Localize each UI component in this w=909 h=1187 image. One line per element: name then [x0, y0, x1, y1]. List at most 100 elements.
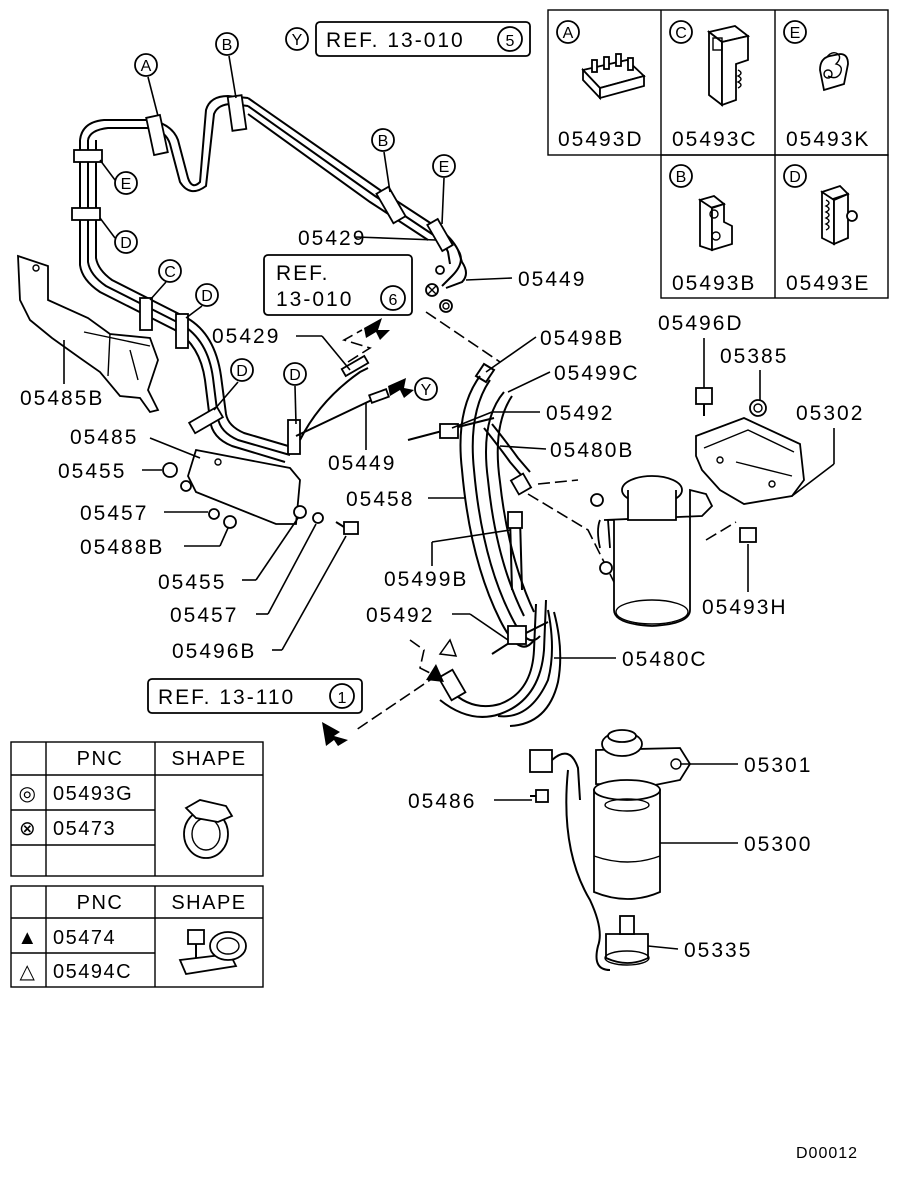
bolt-05496d[interactable]	[695, 387, 713, 416]
svg-text:D: D	[289, 367, 301, 384]
clip-code-a: 05493D	[558, 128, 644, 151]
ref-box-13-010-5[interactable]: Y REF. 13-010 5	[285, 21, 531, 57]
callout-e-left: E	[99, 159, 138, 195]
svg-text:05496D: 05496D	[658, 312, 744, 335]
label-05455-left[interactable]: 05455	[58, 460, 162, 483]
legend1-pnc-header: PNC	[77, 748, 124, 770]
arrow-to-ref-13-010-6[interactable]	[341, 318, 390, 363]
label-05449-top[interactable]: 05449	[465, 268, 586, 291]
bracket-05302[interactable]	[695, 417, 805, 505]
ref-bottom-number: 1	[338, 690, 347, 707]
svg-text:05429: 05429	[212, 325, 280, 348]
label-05458[interactable]: 05458	[346, 488, 466, 511]
svg-text:05485: 05485	[70, 426, 138, 449]
arrow-to-y[interactable]: Y	[388, 377, 438, 401]
svg-text:05492: 05492	[546, 402, 614, 425]
clip-e-on-line-right	[426, 217, 454, 253]
svg-text:05449: 05449	[328, 452, 396, 475]
sensor-05335[interactable]	[604, 915, 650, 966]
legend2-pnc-row2: 05494C	[53, 961, 132, 983]
svg-text:05492: 05492	[366, 604, 434, 627]
clip-code-d: 05493E	[786, 272, 870, 295]
callout-a-top: A	[134, 53, 159, 117]
svg-text:05486: 05486	[408, 790, 476, 813]
ref-y-symbol: Y	[292, 32, 303, 49]
collar-05457-a[interactable]	[180, 480, 192, 492]
clip-letter-d: D	[789, 169, 801, 186]
clip-cell-d: D 05493E	[783, 164, 870, 295]
connector-harness[interactable]	[529, 749, 611, 971]
label-05492-low[interactable]: 05492	[366, 604, 509, 641]
clip-letter-c: C	[675, 25, 687, 42]
label-05302[interactable]: 05302	[791, 402, 864, 497]
fuel-line-assembly	[17, 94, 467, 535]
callout-d-left: D	[99, 217, 138, 254]
bracket-05485b[interactable]	[17, 254, 160, 414]
collar-05457-b[interactable]	[312, 512, 324, 524]
label-05480b[interactable]: 05480B	[499, 439, 634, 462]
drawing-code: D00012	[796, 1145, 858, 1162]
grommet-05455-b[interactable]	[293, 505, 307, 519]
label-05335[interactable]: 05335	[647, 939, 752, 962]
callout-d-right: D	[283, 362, 307, 425]
clip-c-on-line	[139, 297, 153, 331]
svg-text:E: E	[439, 159, 450, 176]
label-05300[interactable]: 05300	[660, 833, 812, 856]
bracket-05485[interactable]	[187, 448, 301, 525]
label-05492-top[interactable]: 05492	[451, 402, 614, 429]
bolt-05496b[interactable]	[343, 521, 359, 535]
label-05499c[interactable]: 05499C	[507, 362, 640, 393]
collar-05457-left[interactable]	[208, 508, 220, 520]
clip-d-icon	[820, 184, 858, 246]
label-05480c[interactable]: 05480C	[554, 648, 708, 671]
clip-05493h[interactable]	[739, 527, 757, 543]
ref-box-13-010-6[interactable]: REF. 13-010 6	[263, 254, 413, 316]
label-05301[interactable]: 05301	[680, 754, 812, 777]
clip-letter-b: B	[676, 169, 687, 186]
label-05486[interactable]: 05486	[408, 790, 532, 813]
filter-element-05300[interactable]	[593, 779, 661, 900]
clip-a-on-line	[145, 113, 169, 157]
ref-top-text: REF. 13-010	[326, 29, 465, 52]
svg-text:E: E	[121, 176, 132, 193]
clip-b-on-line-right	[375, 185, 407, 225]
label-05457-left[interactable]: 05457	[80, 502, 208, 525]
svg-text:05457: 05457	[170, 604, 238, 627]
filter-head-05301[interactable]	[595, 729, 692, 787]
label-05455-low[interactable]: 05455	[158, 517, 299, 594]
ref-box-13-110-1[interactable]: REF. 13-110 1	[147, 678, 363, 746]
label-05429-top[interactable]: 05429	[298, 227, 437, 250]
legend1-pnc-row1: 05493G	[53, 783, 133, 805]
label-05385[interactable]: 05385	[720, 345, 788, 400]
svg-text:D: D	[120, 235, 132, 252]
clip-b-on-line	[226, 94, 248, 132]
svg-text:05449: 05449	[518, 268, 586, 291]
svg-text:05455: 05455	[58, 460, 126, 483]
clip-b-icon	[698, 195, 733, 252]
svg-text:05498B: 05498B	[540, 327, 624, 350]
nut-05385[interactable]	[749, 399, 767, 417]
label-05488b[interactable]: 05488B	[80, 527, 229, 559]
label-05457-low[interactable]: 05457	[170, 523, 317, 627]
triangle-hollow-marker	[438, 638, 458, 657]
label-05498b[interactable]: 05498B	[485, 327, 624, 373]
label-05499b[interactable]: 05499B	[384, 529, 511, 591]
label-05485[interactable]: 05485	[70, 426, 201, 459]
label-05429-low[interactable]: 05429	[212, 325, 351, 371]
grommet-05455-a[interactable]	[162, 462, 178, 478]
bolt-05486[interactable]	[530, 789, 549, 803]
legend2-symbol-solid-triangle: ▲	[17, 927, 38, 949]
label-05496b[interactable]: 05496B	[172, 535, 347, 663]
label-05485b[interactable]: 05485B	[20, 340, 104, 410]
fuel-filter-lower-assembly[interactable]	[529, 729, 692, 971]
bolt-05488b[interactable]	[223, 515, 237, 529]
svg-text:05455: 05455	[158, 571, 226, 594]
label-05496d[interactable]: 05496D	[658, 312, 744, 388]
label-05449-low[interactable]: 05449	[328, 402, 396, 475]
callout-b-top: B	[215, 32, 239, 99]
bolt-clamp-icon	[178, 929, 247, 975]
label-05493h[interactable]: 05493H	[702, 544, 788, 619]
clip-d-on-line-left	[71, 207, 101, 221]
fuel-filter-upper[interactable]	[597, 475, 714, 627]
